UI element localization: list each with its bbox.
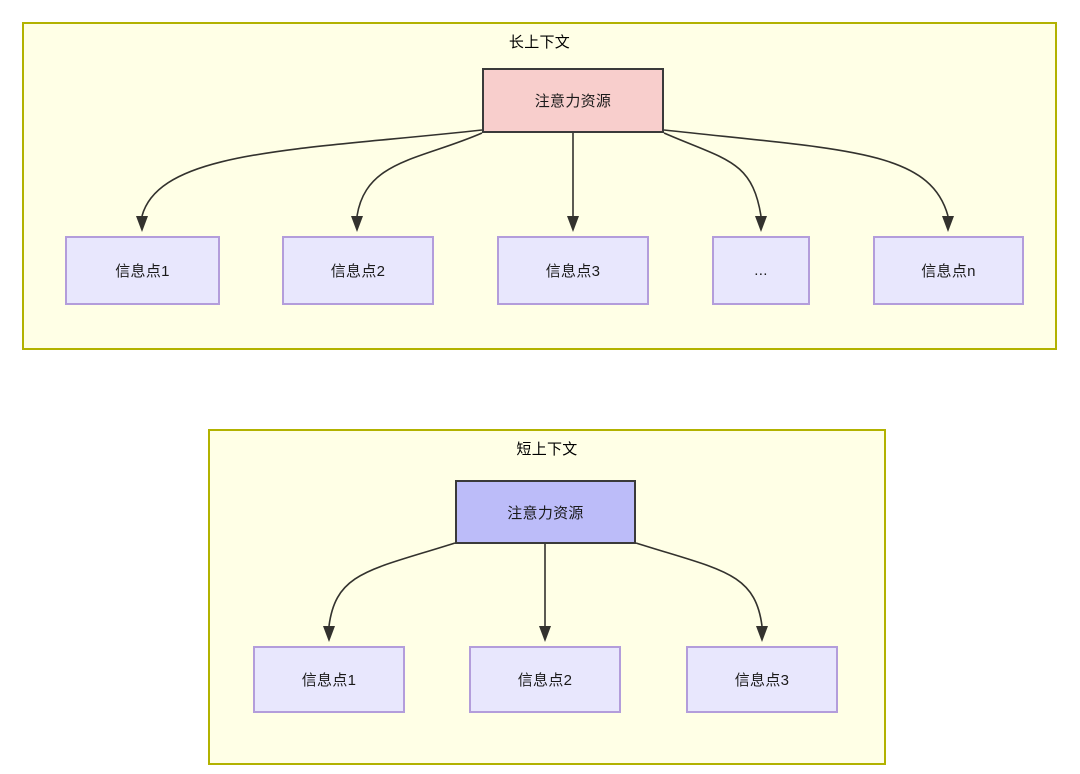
node-info-point-long-1-label: 信息点1 (115, 263, 170, 280)
node-info-point-short-3-label: 信息点3 (734, 672, 790, 689)
node-info-point-short-1-label: 信息点1 (301, 672, 357, 689)
node-attention-resource-short-label: 注意力资源 (507, 504, 584, 522)
group-long-context-title: 长上下文 (508, 34, 571, 51)
node-info-point-long-ellipsis-label: ... (754, 262, 768, 279)
node-attention-resource-short[interactable]: 注意力资源 (455, 480, 636, 544)
node-info-point-short-2[interactable]: 信息点2 (469, 646, 621, 713)
node-info-point-long-3[interactable]: 信息点3 (497, 236, 649, 305)
node-info-point-short-2-label: 信息点2 (517, 672, 573, 689)
node-info-point-long-2[interactable]: 信息点2 (282, 236, 434, 305)
node-info-point-long-n-label: 信息点n (921, 263, 976, 280)
node-attention-resource-long-label: 注意力资源 (534, 93, 612, 110)
group-short-context-title: 短上下文 (516, 441, 578, 458)
node-info-point-long-1[interactable]: 信息点1 (65, 236, 220, 305)
node-info-point-long-2-label: 信息点2 (330, 263, 386, 280)
node-info-point-short-3[interactable]: 信息点3 (686, 646, 838, 713)
node-info-point-short-1[interactable]: 信息点1 (253, 646, 405, 713)
node-attention-resource-long[interactable]: 注意力资源 (482, 68, 664, 133)
node-info-point-long-n[interactable]: 信息点n (873, 236, 1024, 305)
node-info-point-long-ellipsis[interactable]: ... (712, 236, 810, 305)
node-info-point-long-3-label: 信息点3 (545, 263, 601, 280)
